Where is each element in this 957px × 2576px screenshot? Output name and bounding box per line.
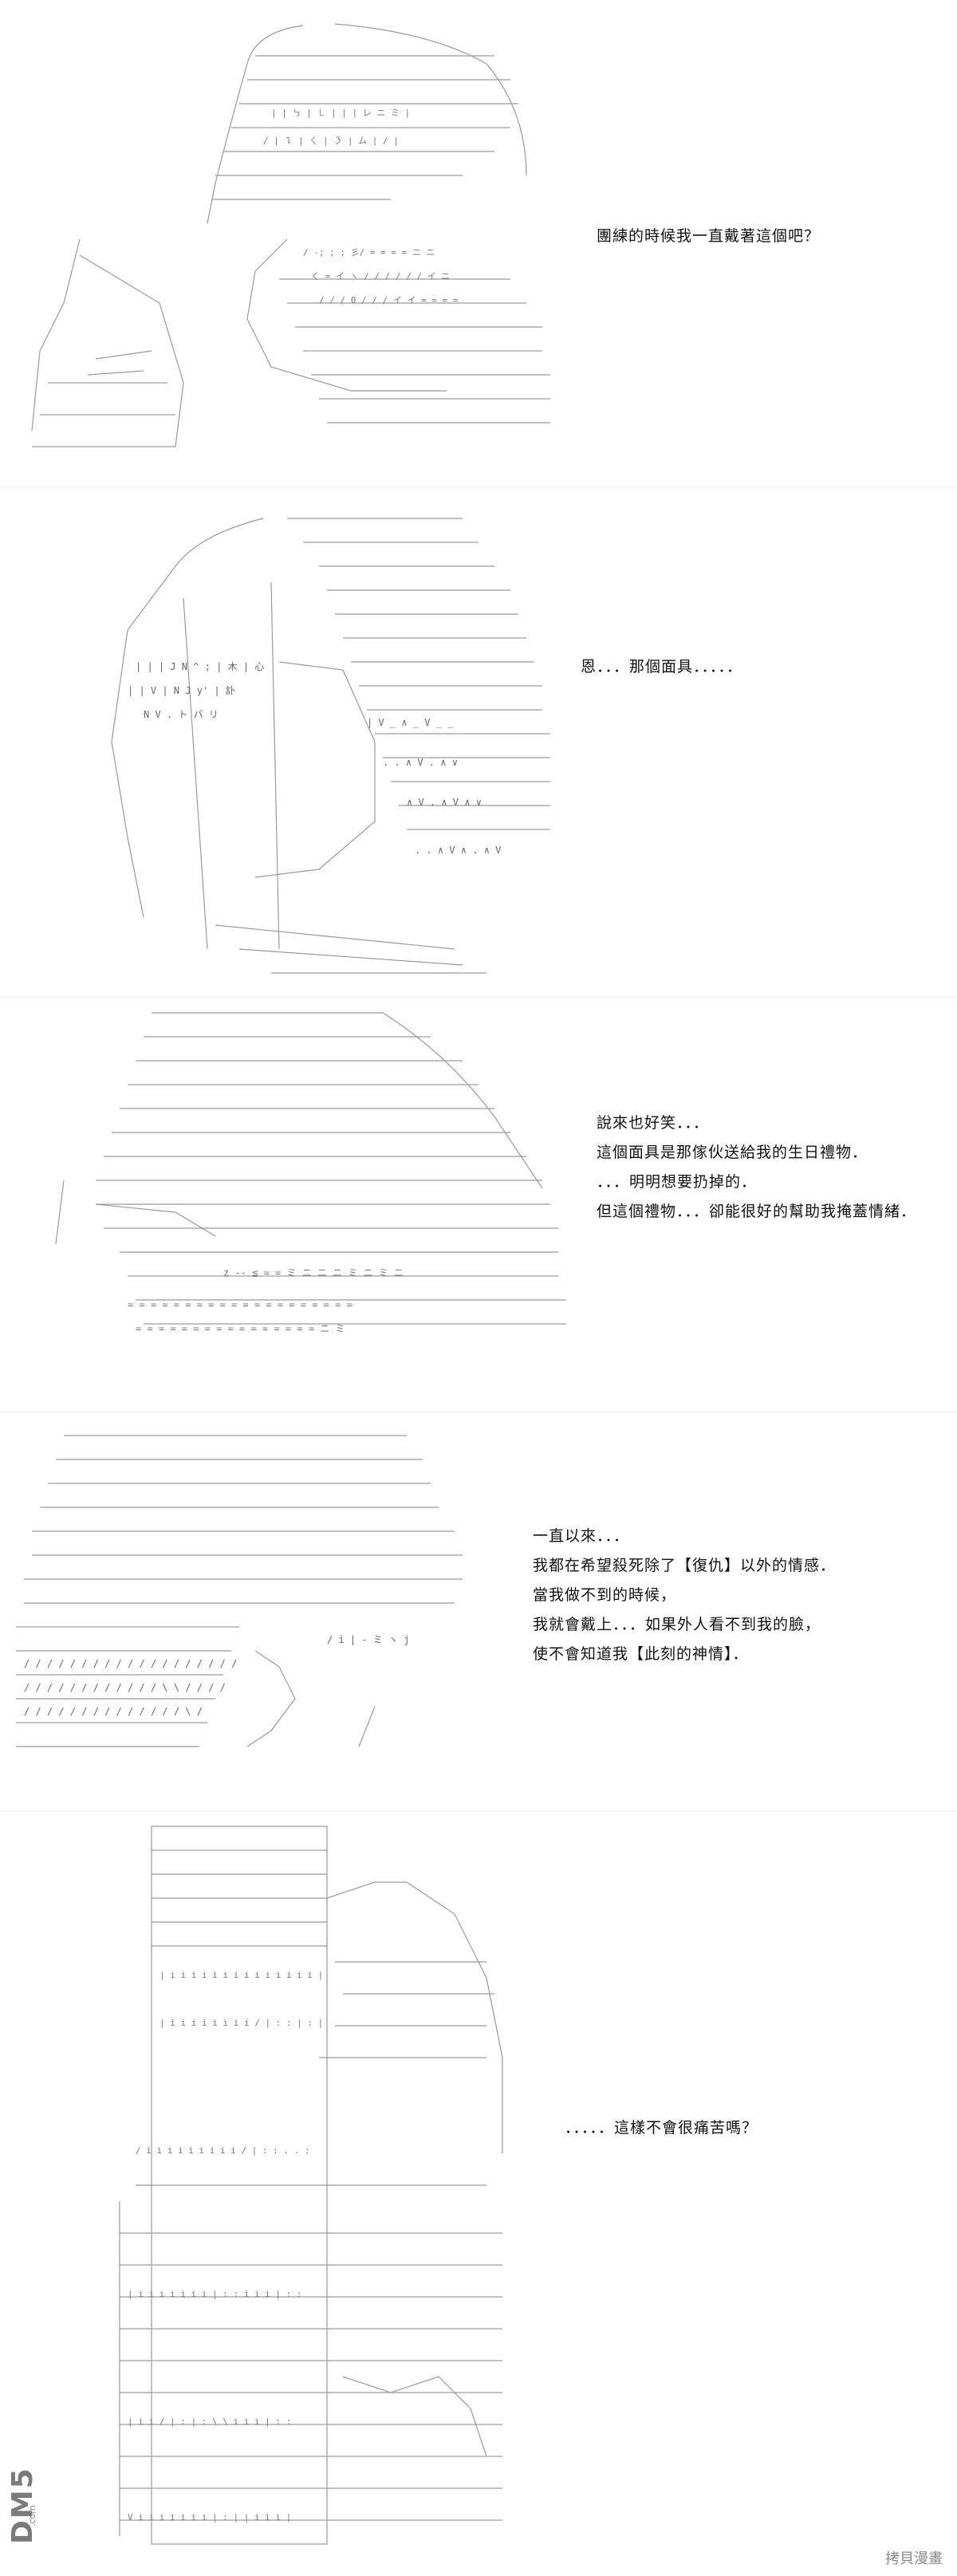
svg-text:V i i i i i i i | : | | i i i: V i i i i i i i | : | | i i i |	[128, 2512, 291, 2523]
svg-text:く = イ ヽ / / / / / / イ ニ: く = イ ヽ / / / / / / イ ニ	[311, 271, 450, 282]
ascii-art-character-figure: | | ㇉ | ㇄ | | | レ ニ ミ | / | ㇊ | ㄑ | ㇋ | …	[16, 16, 574, 463]
dialogue-text: 說來也好笑．．． 這個面具是那傢伙送給我的生日禮物． ．．．明明想要扔掉的． 但…	[597, 1109, 916, 1227]
svg-text:/ i | - ミ ヽ j: / i | - ミ ヽ j	[327, 1634, 409, 1645]
panel-1: | | ㇉ | ㇄ | | | レ ニ ミ | / | ㇊ | ㄑ | ㇋ | …	[0, 0, 957, 487]
svg-text:/ / / 0 / / / イ イ = = = =: / / / 0 / / / イ イ = = = =	[319, 295, 459, 305]
dialogue-text: ．．．．．這樣不會很痛苦嗎？	[565, 2113, 758, 2143]
svg-text:/ / / / / / / / / / / / / / \: / / / / / / / / / / / / / / \ /	[24, 1706, 203, 1717]
dialogue-line: 說來也好笑．．．	[597, 1114, 710, 1132]
dm5-watermark-logo: DM5 .com	[5, 2424, 39, 2544]
svg-text:. . ∧ V . ∧ ∨: . . ∧ V . ∧ ∨	[383, 757, 458, 768]
watermark-logo-subtext: .com	[27, 2505, 37, 2527]
dialogue-line: 但這個禮物．．．卻能很好的幫助我掩蓋情緒．	[597, 1203, 917, 1220]
ascii-art-character-figure: | i i i i i i i i i i i i i i | | i i i …	[72, 1818, 566, 2552]
dialogue-line: 恩．．．那個面具．．．．．	[581, 658, 743, 676]
svg-text:/ / / / / / / / / / / / / / /: / / / / / / / / / / / / / / / / / / /	[24, 1658, 237, 1669]
dialogue-line: 使不會知道我【此刻的神情】．	[533, 1645, 749, 1663]
svg-text:| V _ ∧ _ V _ _: | V _ ∧ _ V _ _	[367, 717, 454, 728]
panel-2: | | | J N ^ ; | 木 | 心 | | V | N J y' | 訃…	[0, 486, 957, 998]
dialogue-text: 恩．．．那個面具．．．．．	[581, 652, 742, 682]
ascii-art-character-figure: z -- ≦ = = ミ ニ ニ ニ ミ ニ ミ ニ = = = = = = =…	[48, 1005, 590, 1372]
panel-4: / / / / / / / / / / / / / / / / / / / / …	[0, 1412, 957, 1811]
svg-text:| | ㇉ | ㇄ | | | レ ニ ミ |: | | ㇉ | ㇄ | | | レ ニ ミ |	[271, 108, 410, 118]
svg-text:z -- ≦ = = ミ ニ ニ ニ ミ ニ ミ ニ: z -- ≦ = = ミ ニ ニ ニ ミ ニ ミ ニ	[223, 1267, 404, 1278]
svg-text:| i i i i i i i i / | : : | :: | i i i i i i i i / | : : | : |	[160, 2018, 323, 2028]
panel-5: | i i i i i i i i i i i i i i | | i i i …	[0, 1810, 957, 2576]
panel-3: z -- ≦ = = ミ ニ ニ ニ ミ ニ ミ ニ = = = = = = =…	[0, 997, 957, 1412]
svg-text:= = = = = = = = = = = = = = =: = = = = = = = = = = = = = = = = ニ ミ	[136, 1323, 345, 1334]
dialogue-line: 一直以來．．．	[533, 1527, 630, 1545]
svg-text:∧ V . ∧ V ∧ ∨: ∧ V . ∧ V ∧ ∨	[407, 797, 482, 808]
svg-text:N V . ト バ リ: N V . ト バ リ	[144, 709, 219, 720]
svg-text:/ / / / / / / / / / / / \ \ /: / / / / / / / / / / / / \ \ / / / /	[24, 1682, 226, 1693]
dialogue-line: ．．．明明想要扔掉的．	[597, 1173, 758, 1191]
svg-text:| i i / | : | : \ \ i i i | :: | i i / | : | : \ \ i i i | : :	[128, 2416, 291, 2427]
svg-text:| | V | N J y' | 訃: | | V | N J y' | 訃	[128, 685, 235, 696]
svg-text:/ i i i i i i i i i / | : : .: / i i i i i i i i i / | : : . . :	[136, 2145, 310, 2156]
svg-text:= = = = = = = = = = = = = = =: = = = = = = = = = = = = = = = = = = = =	[128, 1299, 352, 1310]
dialogue-line: 當我做不到的時候，	[533, 1586, 677, 1604]
dialogue-line: 團練的時候我一直戴著這個吧？	[597, 227, 821, 245]
copy-watermark-text: 拷貝漫畫	[885, 2550, 943, 2567]
svg-text:| i i i i i i i | : : i i i |: | i i i i i i i | : : i i i | : :	[128, 2289, 302, 2299]
dialogue-line: 我都在希望殺死除了【復仇】以外的情感．	[533, 1557, 837, 1574]
dialogue-line: ．．．．．這樣不會很痛苦嗎？	[565, 2119, 758, 2137]
svg-text:/ | ㇊ | ㄑ | ㇋ | ム | / |: / | ㇊ | ㄑ | ㇋ | ム | / |	[263, 136, 399, 146]
dialogue-text: 一直以來．．． 我都在希望殺死除了【復仇】以外的情感． 當我做不到的時候， 我就…	[533, 1522, 836, 1669]
ascii-art-character-figure: / / / / / / / / / / / / / / / / / / / / …	[8, 1428, 502, 1786]
dialogue-line: 這個面具是那傢伙送給我的生日禮物．	[597, 1144, 868, 1161]
dialogue-text: 團練的時候我一直戴著這個吧？	[597, 222, 820, 251]
svg-text:/ -; ; ; 彡/ = = = = ニ ニ: / -; ; ; 彡/ = = = = ニ ニ	[303, 247, 435, 258]
ascii-art-character-figure: | | | J N ^ ; | 木 | 心 | | V | N J y' | 訃…	[80, 502, 558, 981]
svg-text:| i i i i i i i i i i i i i i: | i i i i i i i i i i i i i i |	[160, 1970, 323, 1980]
svg-text:| | | J N ^ ; | 木 | 心: | | | J N ^ ; | 木 | 心	[136, 661, 264, 672]
svg-text:. . ∧ V ∧ . ∧ V: . . ∧ V ∧ . ∧ V	[415, 845, 501, 856]
dialogue-line: 我就會戴上．．．如果外人看不到我的臉，	[533, 1616, 821, 1633]
